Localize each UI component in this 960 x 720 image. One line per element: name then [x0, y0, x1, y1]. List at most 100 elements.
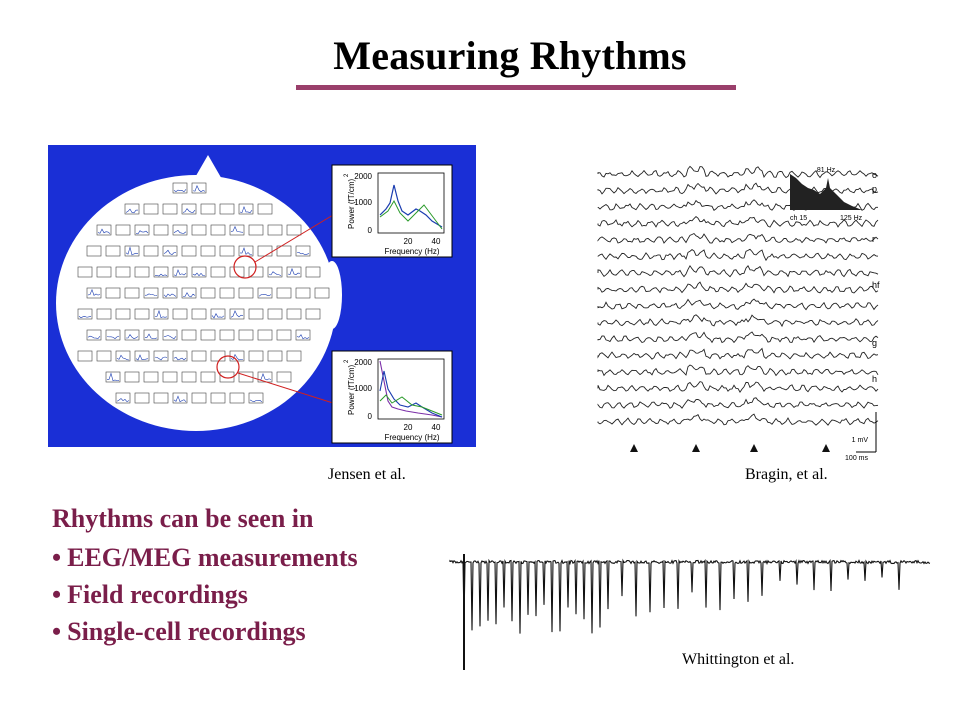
- sensor-box: [105, 245, 121, 257]
- sensor-box: [210, 266, 226, 278]
- sensor-box: [276, 245, 292, 257]
- sensor-box: [181, 287, 197, 299]
- stimulus-markers: [630, 444, 830, 452]
- inset-bottom-ylabel-sup: 2: [344, 359, 350, 363]
- sensor-box: [124, 329, 140, 341]
- sensor-box: [276, 287, 292, 299]
- lfp-peak-label: 81 Hz: [817, 167, 836, 174]
- inset-top-curve-blue: [379, 184, 443, 228]
- sensor-box: [153, 350, 169, 362]
- sensor-box: [191, 350, 207, 362]
- lfp-trace: [597, 264, 879, 278]
- caption-whittington: Whittington et al.: [682, 651, 795, 668]
- highlight-circle-top: [233, 255, 257, 279]
- lfp-spectrum-inset: 81 Hz ch 15 125 Hz: [790, 167, 863, 222]
- sensor-box: [200, 245, 216, 257]
- sensor-grid: [77, 182, 330, 404]
- lfp-trace-label: g: [872, 338, 877, 348]
- inset-top-xtick-0: 20: [404, 237, 413, 246]
- lfp-inset-right: 125 Hz: [840, 215, 863, 222]
- inset-bottom-ylabel: Power (fT/cm): [347, 364, 356, 415]
- lfp-trace-label: h: [872, 374, 877, 384]
- sensor-box: [96, 266, 112, 278]
- sensor-box: [210, 392, 226, 404]
- sensor-box: [143, 371, 159, 383]
- lfp-trace: [597, 331, 879, 344]
- inset-top-xlabel: Frequency (Hz): [384, 247, 439, 256]
- sensor-box: [267, 308, 283, 320]
- sensor-box: [172, 350, 188, 362]
- bullet-dot: •: [52, 617, 62, 646]
- sensor-box: [200, 329, 216, 341]
- sensor-box: [86, 329, 102, 341]
- sensor-box: [162, 329, 178, 341]
- sensor-box: [105, 371, 121, 383]
- sensor-box: [229, 392, 245, 404]
- inset-bottom: 2000 1000 0 20 40 Frequency (Hz) Power (…: [331, 350, 453, 444]
- sensor-box: [248, 308, 264, 320]
- sensor-box: [257, 287, 273, 299]
- sensor-box: [134, 392, 150, 404]
- sensor-box: [286, 350, 302, 362]
- sensor-box: [124, 203, 140, 215]
- sensor-box: [248, 224, 264, 236]
- sensor-box: [257, 245, 273, 257]
- sensor-box: [238, 287, 254, 299]
- lfp-trace-label: hf: [872, 280, 880, 290]
- sensor-box: [276, 329, 292, 341]
- sensor-box: [191, 392, 207, 404]
- inset-bottom-curve-blue: [379, 370, 443, 418]
- sensor-box: [153, 308, 169, 320]
- title-underline: [296, 85, 736, 90]
- highlight-circle-bottom: [216, 355, 240, 379]
- sensor-box: [257, 329, 273, 341]
- sensor-box: [134, 308, 150, 320]
- sensor-box: [134, 266, 150, 278]
- lfp-trace: [597, 165, 879, 179]
- sensor-box: [115, 266, 131, 278]
- lfp-trace: [597, 215, 879, 228]
- sensor-box: [115, 308, 131, 320]
- sensor-box: [219, 287, 235, 299]
- inset-top-curve-green: [379, 199, 443, 230]
- sensor-box: [115, 224, 131, 236]
- sensor-box: [248, 392, 264, 404]
- sensor-box: [86, 287, 102, 299]
- sensor-box: [295, 245, 311, 257]
- nose-shape: [193, 155, 223, 181]
- sensor-box: [219, 245, 235, 257]
- inset-bottom-curve-green: [379, 394, 443, 416]
- list-item: •Single-cell recordings: [52, 613, 358, 650]
- slide-title: Measuring Rhythms: [333, 33, 687, 78]
- list-item-text: Field recordings: [67, 580, 248, 609]
- sensor-box: [162, 287, 178, 299]
- list-item-text: Single-cell recordings: [67, 617, 306, 646]
- sensor-box: [191, 266, 207, 278]
- sensor-box: [219, 371, 235, 383]
- left-ear: [58, 261, 78, 329]
- inset-top-ytick-2: 0: [368, 226, 373, 235]
- sensor-box: [153, 392, 169, 404]
- lfp-spectrum-shape: [790, 174, 862, 210]
- sensor-box: [295, 329, 311, 341]
- sensor-box: [134, 224, 150, 236]
- sensor-box: [191, 308, 207, 320]
- sensor-box: [143, 329, 159, 341]
- bullet-dot: •: [52, 543, 62, 572]
- sensor-box: [238, 371, 254, 383]
- inset-top-ylabel-sup: 2: [344, 173, 350, 177]
- sensor-box: [200, 287, 216, 299]
- sensor-box: [305, 266, 321, 278]
- sensor-box: [172, 392, 188, 404]
- sensor-box: [105, 329, 121, 341]
- connector-top: [254, 214, 334, 263]
- single-cell-figure: [440, 534, 940, 674]
- lfp-trace: [597, 281, 879, 294]
- sensor-box: [286, 308, 302, 320]
- sensor-box: [172, 266, 188, 278]
- sensor-box: [200, 371, 216, 383]
- sensor-box: [229, 266, 245, 278]
- sensor-box: [162, 203, 178, 215]
- inset-top-ytick-0: 2000: [354, 172, 372, 181]
